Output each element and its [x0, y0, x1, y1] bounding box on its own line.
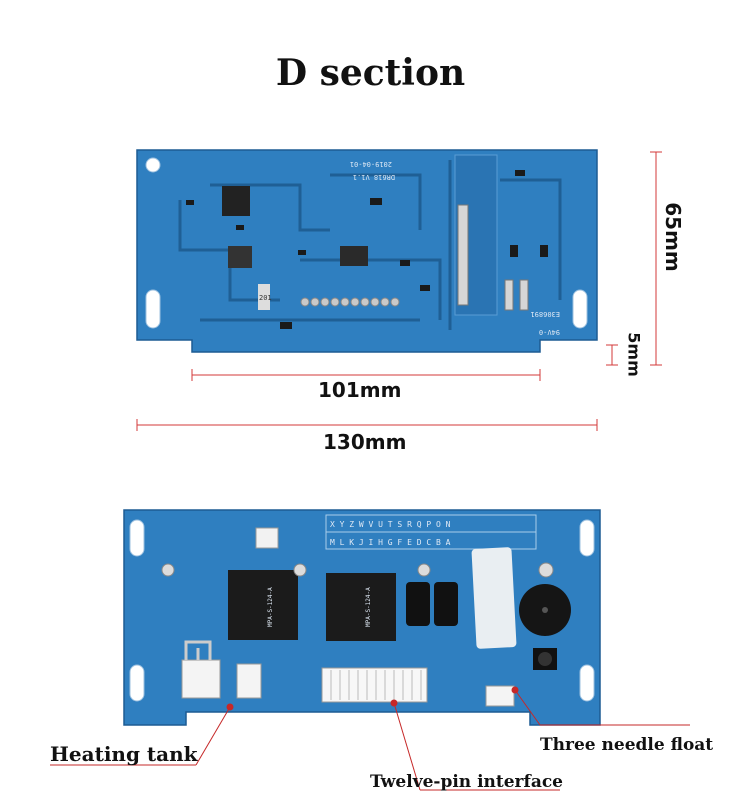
- relay-2-label: MPA-S-124-A: [365, 587, 372, 627]
- dimension-height-label: 65mm: [660, 202, 685, 272]
- silk-date: 2019-04-01: [350, 160, 392, 168]
- top-pcb-board: 201 2019-04-01 DR618 V1.1 E306891 94V-0: [136, 149, 598, 353]
- dimension-inset-label: 5mm: [624, 332, 644, 377]
- silk-cert: E306891: [530, 310, 560, 318]
- callout-heating-tank: Heating tank: [50, 742, 198, 766]
- chip-201-label: 201: [259, 294, 272, 302]
- letter-row-2: M L K J I H G F E D C B A: [330, 538, 451, 547]
- letter-row-1: X Y Z W V U T S R Q P O N: [330, 520, 451, 529]
- callout-twelve-pin: Twelve-pin interface: [370, 772, 564, 792]
- dimension-outer-width-label: 130mm: [323, 430, 407, 454]
- page-title: D section: [275, 52, 466, 94]
- silk-model: DR618 V1.1: [353, 173, 395, 181]
- dimension-lines: [136, 151, 662, 431]
- bottom-pcb-board: X Y Z W V U T S R Q P O N M L K J I H G …: [123, 509, 601, 726]
- callout-float: Three needle float: [540, 735, 714, 755]
- callout-leaders: [50, 686, 690, 791]
- silk-rating: 94V-0: [539, 328, 560, 336]
- relay-1-label: MPA-S-124-A: [267, 587, 274, 627]
- dimension-inner-width-label: 101mm: [318, 378, 402, 402]
